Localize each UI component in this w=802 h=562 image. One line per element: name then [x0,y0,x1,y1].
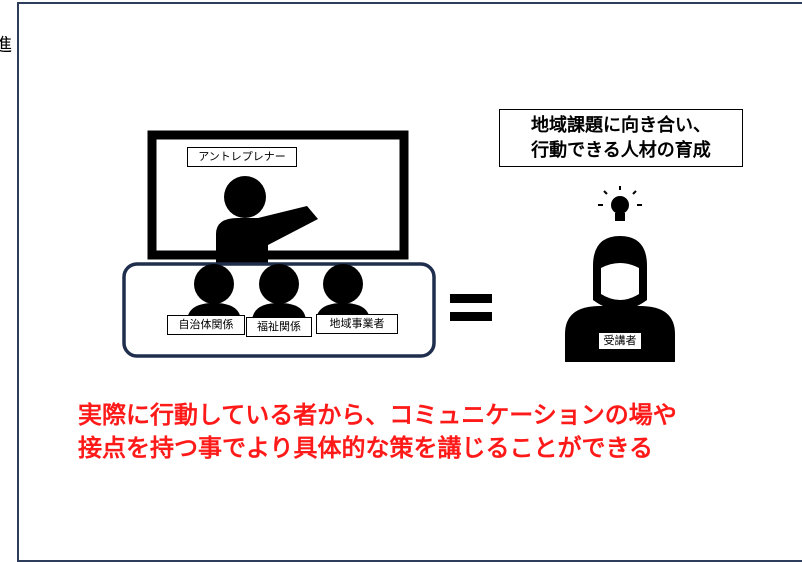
goal-line: 地域課題に向き合い、 [531,115,711,136]
message-line: 接点を持つ事でより具体的な策を講じることができる [78,434,654,462]
trainee-label: 受講者 [598,332,642,350]
diagram-graphics [122,130,675,362]
presenter-icon [216,176,318,268]
audience-label: 自治体関係 [167,315,245,335]
edge-text: 進 [0,35,12,56]
lightbulb-icon [598,186,642,221]
message-line: 実際に行動している者から、コミュニケーションの場や [78,401,677,429]
audience-label: 福祉関係 [246,317,312,337]
equals-sign [450,294,492,321]
goal-line: 行動できる人材の育成 [531,140,711,161]
key-message: 実際に行動している者から、コミュニケーションの場や 接点を持つ事でより具体的な策… [78,399,798,465]
audience-label: 地域事業者 [316,314,398,334]
goal-callout: 地域課題に向き合い、 行動できる人材の育成 [499,109,743,167]
teacher-label: アントレプレナー [187,147,297,167]
